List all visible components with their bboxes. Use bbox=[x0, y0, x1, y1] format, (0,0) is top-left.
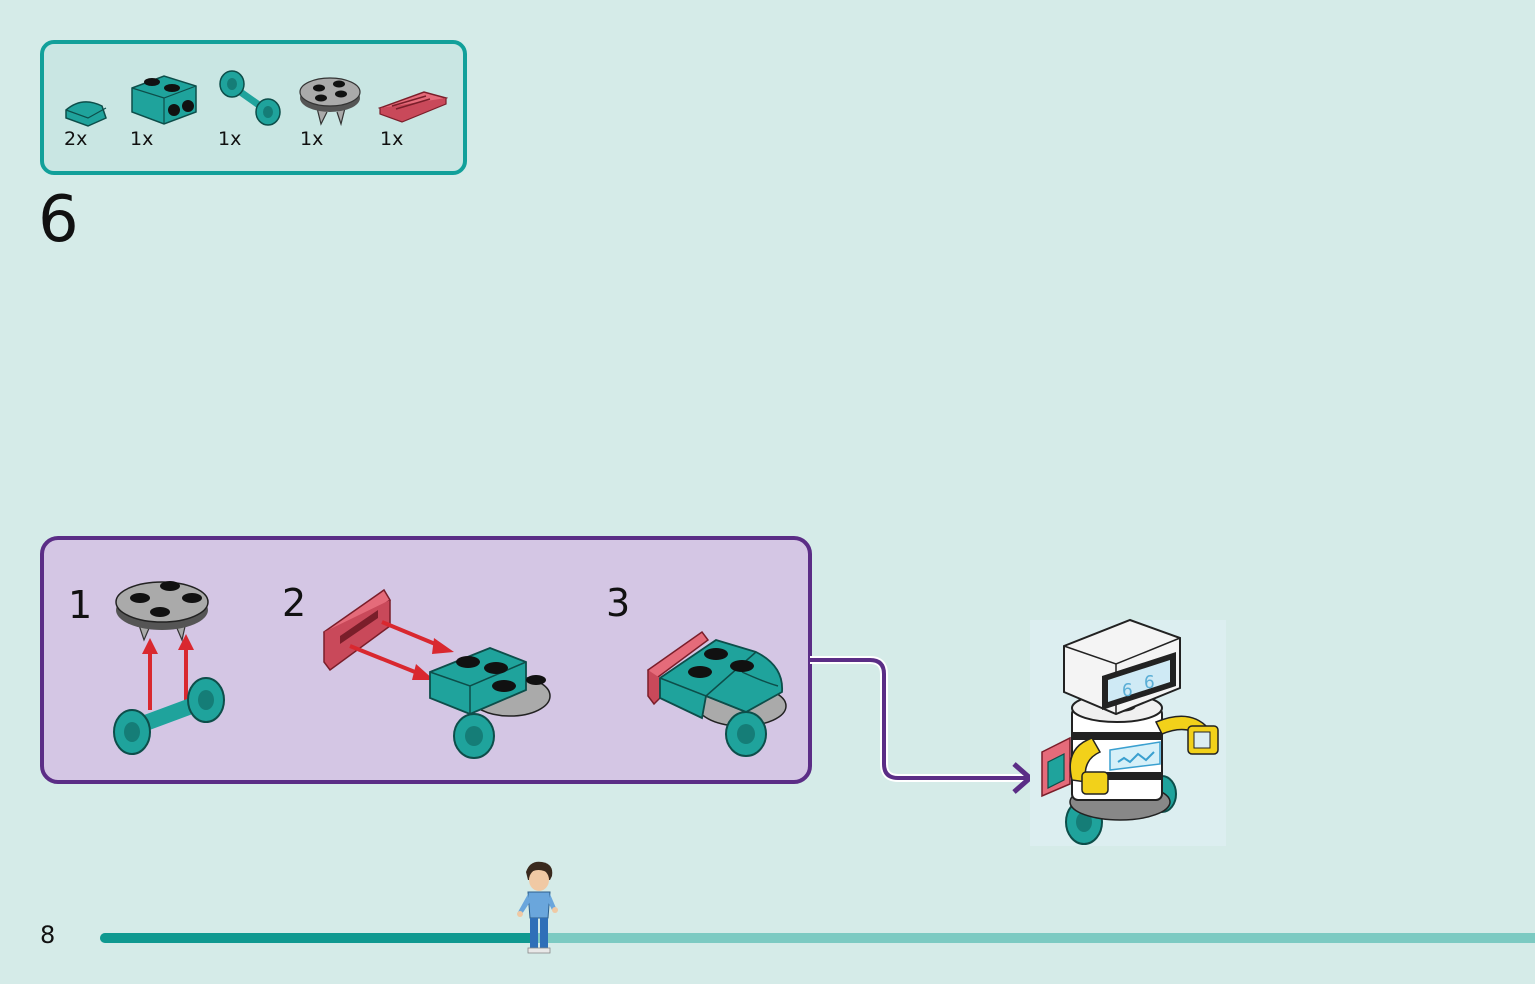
connector-arrow-icon bbox=[808, 654, 1048, 808]
teal-quarter-tile-icon bbox=[62, 96, 110, 130]
sub-step-number: 2 bbox=[282, 581, 307, 625]
step-number: 6 bbox=[38, 183, 79, 257]
sub-step-1-illustration bbox=[106, 560, 236, 764]
teal-wheel-axle-icon bbox=[216, 68, 282, 130]
progress-bar-fill bbox=[100, 933, 538, 943]
part-quantity: 2x bbox=[64, 128, 88, 150]
part-quantity: 1x bbox=[130, 128, 154, 150]
part-quantity: 1x bbox=[218, 128, 242, 150]
page-number: 8 bbox=[40, 921, 56, 949]
progress-bar bbox=[100, 933, 1535, 943]
sub-step-number: 1 bbox=[68, 583, 93, 627]
teal-bracket-plate-icon bbox=[128, 68, 200, 128]
sub-assembly-box: 1 2 3 bbox=[40, 536, 812, 784]
robot-model-illustration: 6 6 bbox=[1030, 612, 1230, 856]
sub-step-number: 3 bbox=[606, 581, 631, 625]
part-quantity: 1x bbox=[300, 128, 324, 150]
svg-text:6: 6 bbox=[1144, 672, 1155, 693]
red-grille-tile-icon bbox=[378, 86, 448, 124]
sub-step-3-illustration bbox=[646, 626, 796, 770]
sub-step-2-illustration bbox=[320, 586, 560, 770]
part-quantity: 1x bbox=[380, 128, 404, 150]
parts-list-box: 2x 1x 1x bbox=[40, 40, 467, 175]
gray-round-plate-icon bbox=[297, 70, 363, 130]
svg-text:6: 6 bbox=[1122, 680, 1133, 701]
minifigure-progress-marker-icon bbox=[516, 860, 560, 960]
